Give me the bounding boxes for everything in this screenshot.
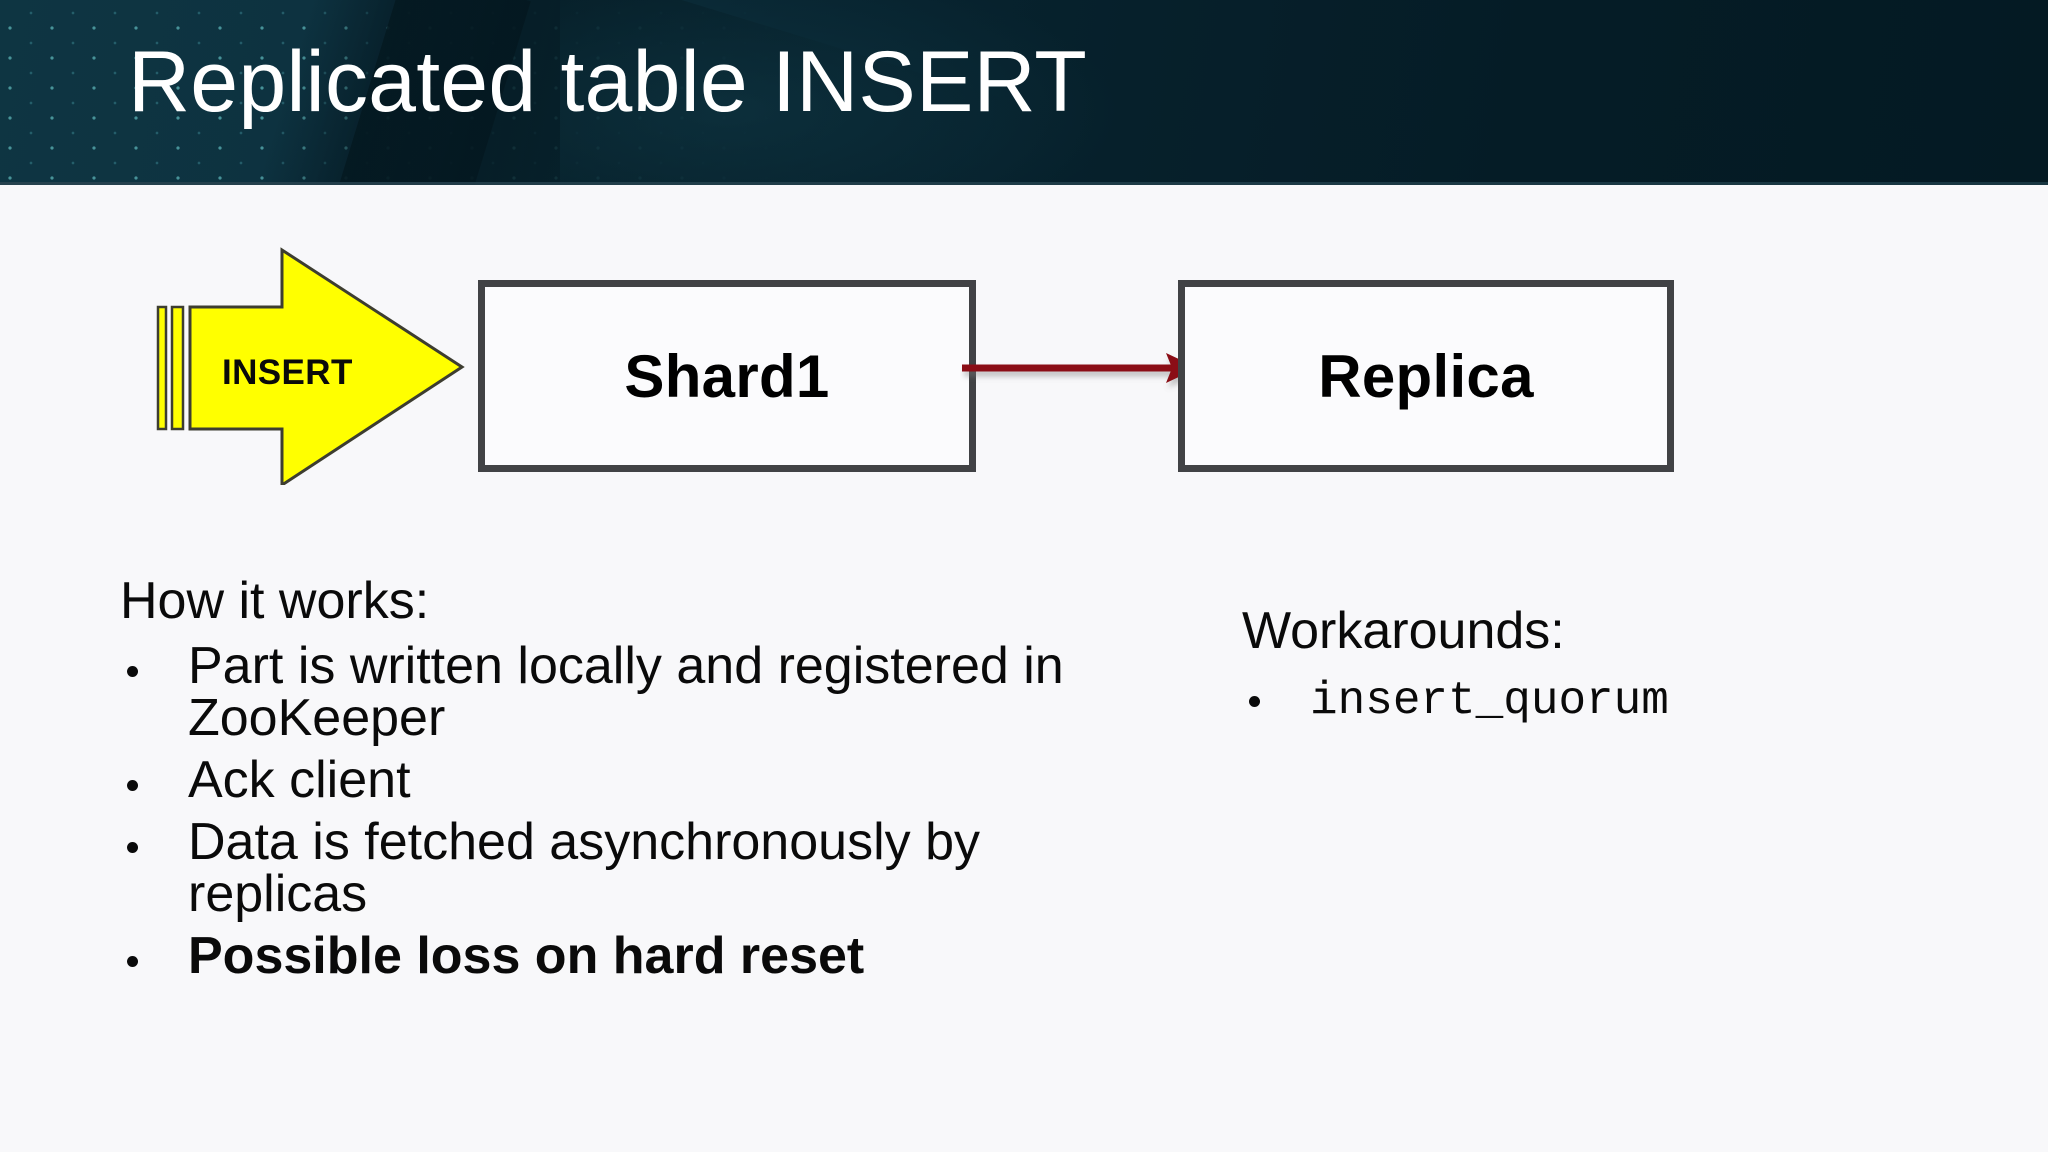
insert-arrow-shape (188, 247, 465, 485)
how-it-works-column: How it works: Part is written locally an… (120, 572, 1150, 982)
slide-title: Replicated table INSERT (128, 34, 1088, 130)
list-item-label: insert_quorum (1310, 675, 1669, 728)
list-item: Ack client (120, 754, 1150, 806)
node-shard1-label: Shard1 (624, 342, 830, 410)
list-item-label: Ack client (188, 751, 411, 810)
list-item: Data is fetched asynchronously by replic… (120, 816, 1150, 920)
slide-header-banner: Replicated table INSERT (0, 0, 2048, 185)
how-it-works-heading: How it works: (120, 572, 430, 630)
bullet-dot-icon (127, 666, 138, 678)
diagram-area: INSERT Shard1 Replica (0, 185, 2048, 585)
replication-connector-arrow-icon (962, 353, 1198, 383)
header-bottom-divider (0, 182, 2048, 185)
workarounds-bullet-list: insert_quorum (1242, 670, 2002, 724)
header-glow (560, 0, 1120, 185)
node-replica[interactable]: Replica (1178, 280, 1674, 472)
motion-lines (156, 305, 185, 431)
bullet-dot-icon (127, 842, 138, 854)
bullet-dot-icon (127, 956, 138, 968)
list-item-label: Data is fetched asynchronously by replic… (188, 813, 980, 924)
list-item-label: Possible loss on hard reset (188, 927, 865, 986)
how-it-works-bullet-list: Part is written locally and registered i… (120, 640, 1150, 982)
list-item: insert_quorum (1242, 670, 2002, 724)
bullet-dot-icon (1249, 696, 1260, 708)
insert-arrow-label: INSERT (222, 353, 353, 392)
node-replica-label: Replica (1318, 342, 1534, 410)
bullet-dot-icon (127, 780, 138, 792)
list-item-label: Part is written locally and registered i… (188, 637, 1064, 748)
insert-arrow-group: INSERT (150, 245, 480, 485)
list-item: Part is written locally and registered i… (120, 640, 1150, 744)
node-shard1[interactable]: Shard1 (478, 280, 976, 472)
workarounds-heading: Workarounds: (1242, 602, 1565, 660)
list-item: Possible loss on hard reset (120, 930, 1150, 982)
block-arrow-right-icon (156, 247, 465, 485)
workarounds-column: Workarounds: insert_quorum (1242, 602, 2002, 724)
